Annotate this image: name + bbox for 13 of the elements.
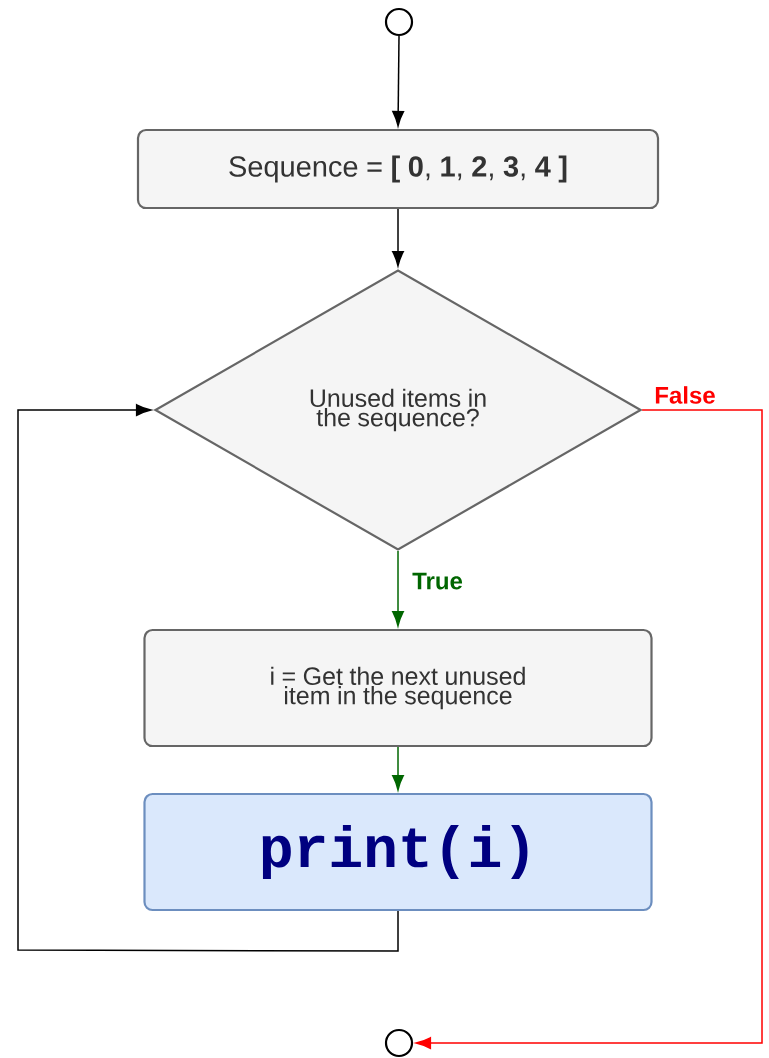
edge-label: True <box>410 570 465 592</box>
terminal-circle <box>384 1028 414 1058</box>
edge-label: False <box>652 384 718 406</box>
process-box: Sequence = [ 0, 1, 2, 3, 4 ] <box>136 128 660 210</box>
arrow <box>392 550 404 627</box>
arrow <box>415 409 763 1049</box>
arrow <box>392 746 404 791</box>
arrow <box>17 404 399 952</box>
process-box: i = Get the next unused item in the sequence <box>143 628 653 748</box>
terminal-circle <box>384 7 414 37</box>
code-box: print(i) <box>143 792 653 912</box>
arrow <box>392 35 405 127</box>
arrow <box>392 208 404 267</box>
